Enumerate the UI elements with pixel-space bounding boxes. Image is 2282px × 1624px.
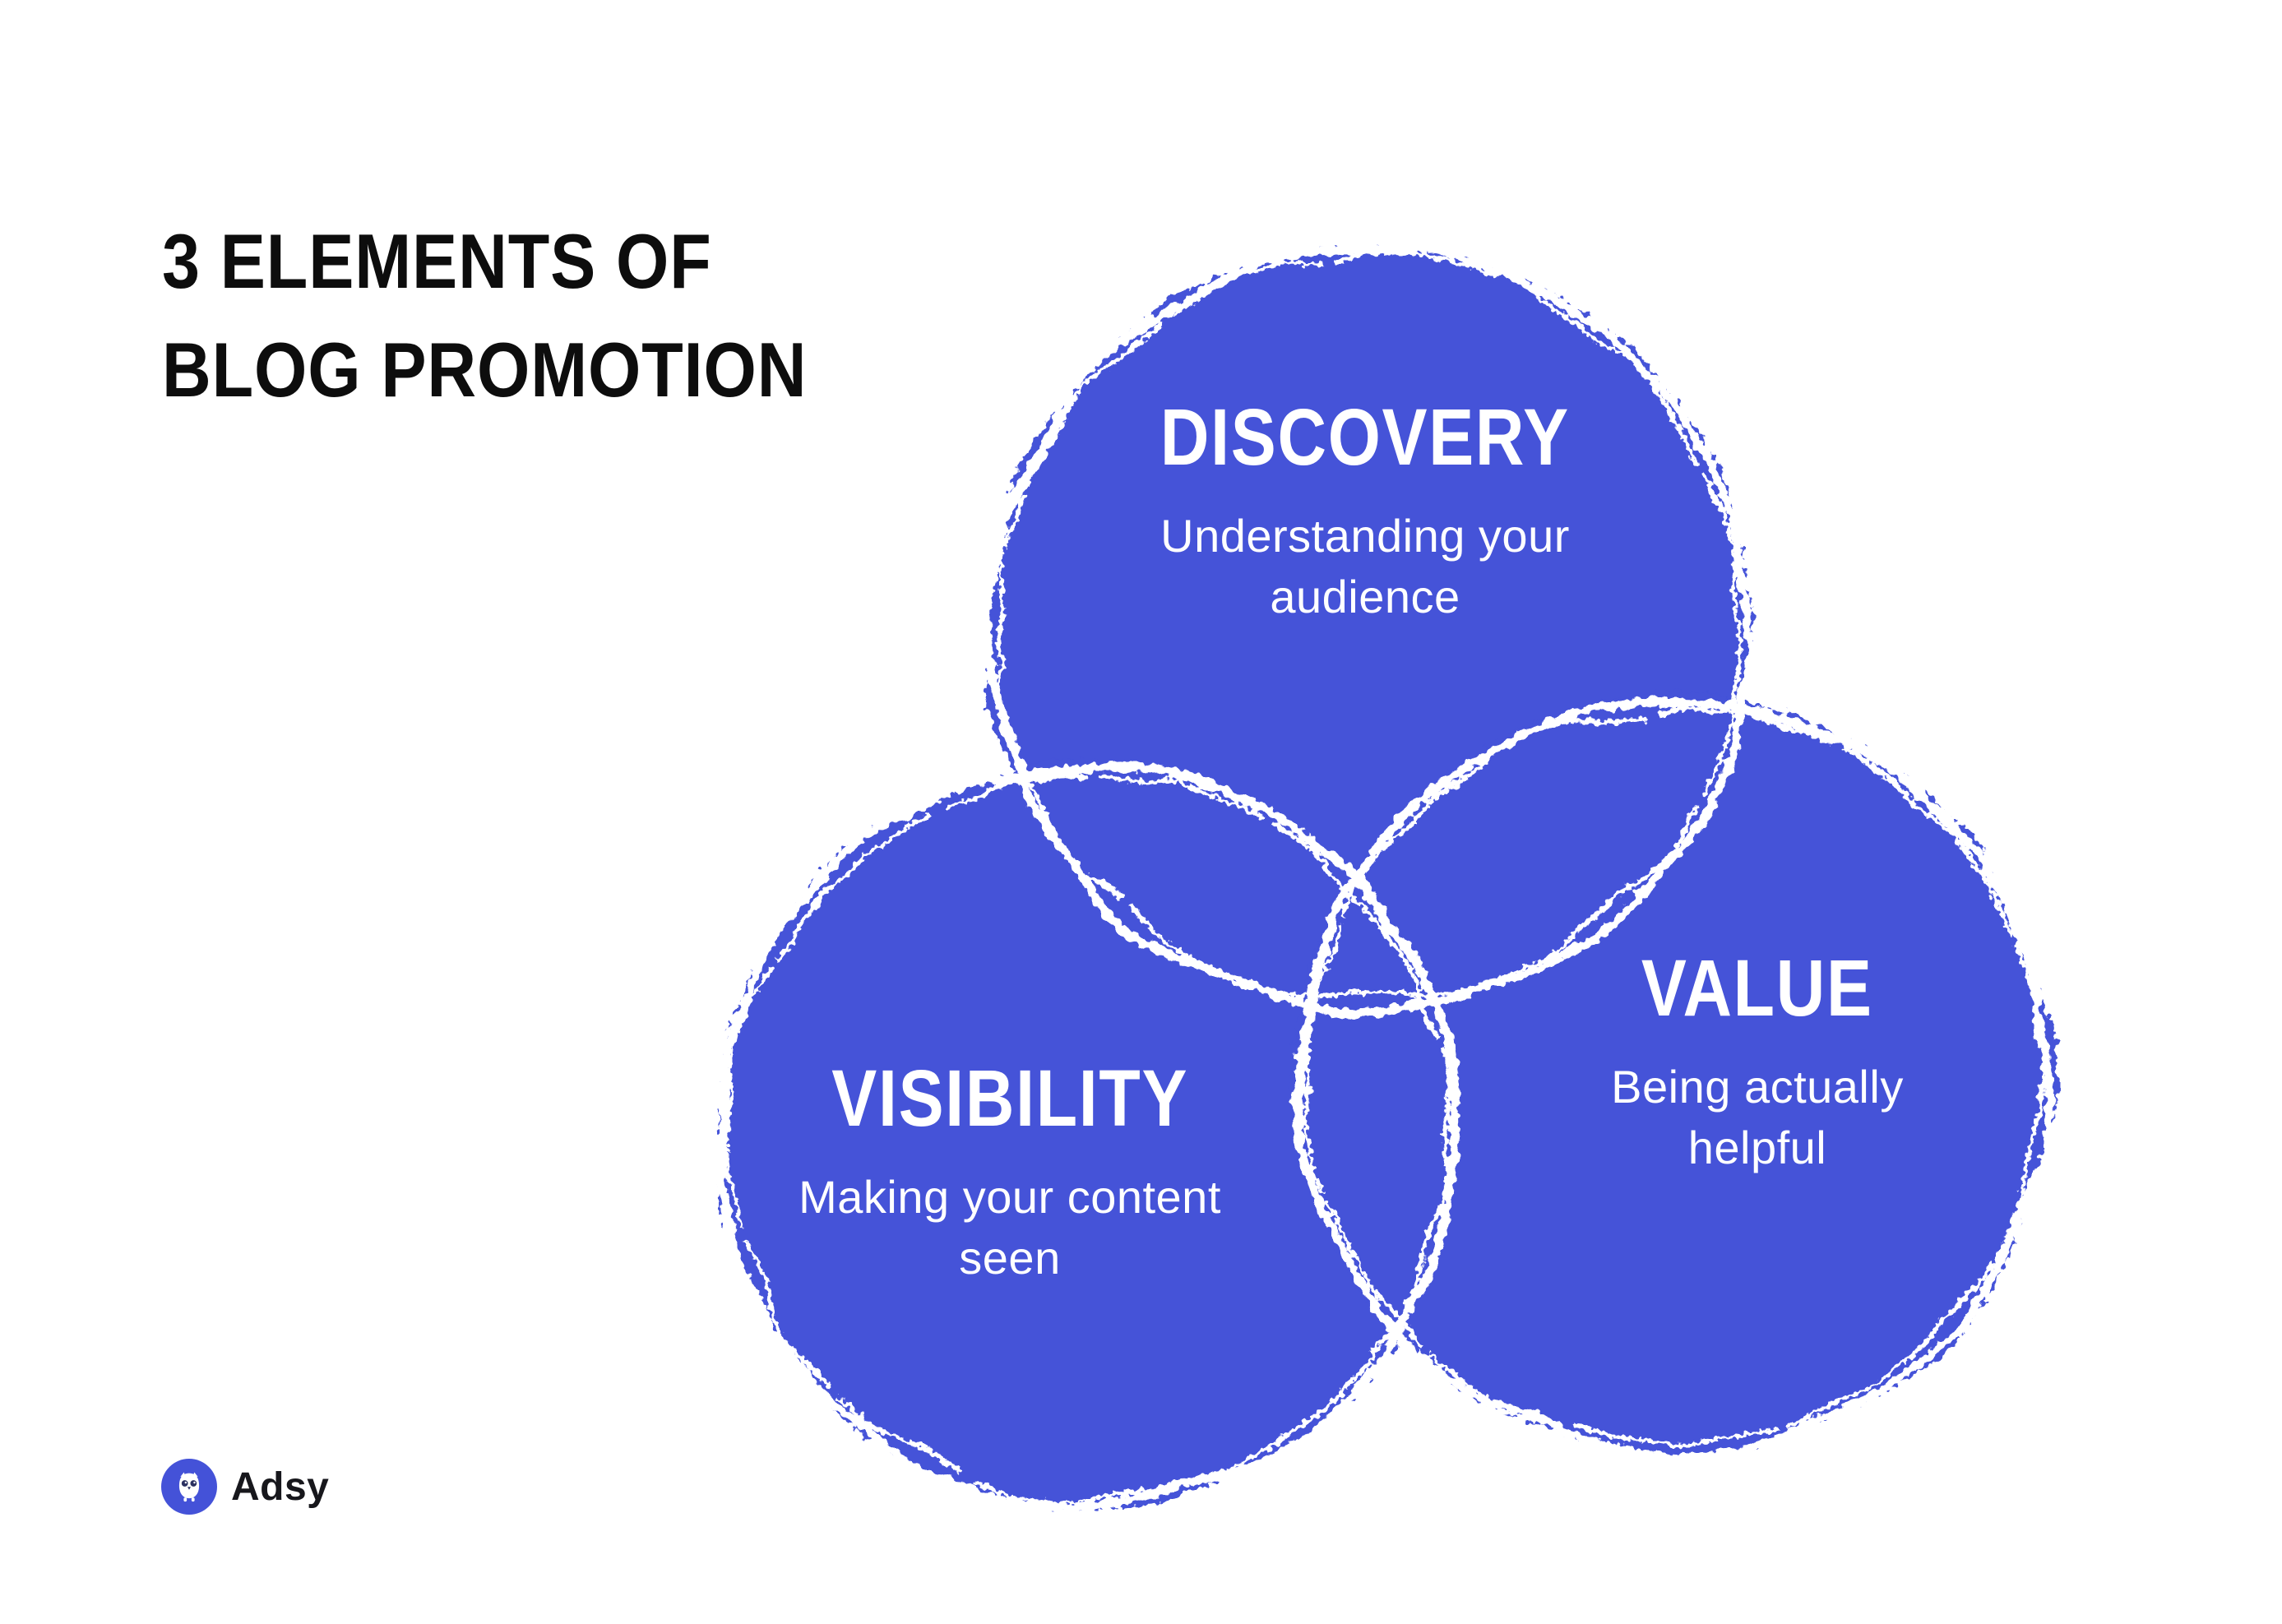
discovery-outline [984, 244, 1754, 1014]
discovery-outline-inner [995, 255, 1743, 1003]
venn-circle-outlines-sketch [724, 255, 2044, 1500]
value-outline [1294, 696, 2055, 1458]
page-title: 3 ELEMENTS OF BLOG PROMOTION [162, 207, 807, 423]
title-line-1: 3 ELEMENTS OF [162, 218, 712, 304]
venn-circle-outlines [714, 244, 2055, 1511]
value-outline-inner [1304, 707, 2044, 1447]
visibility-outline [714, 762, 1462, 1511]
title-line-2: BLOG PROMOTION [162, 326, 808, 413]
owl-icon [178, 1472, 200, 1502]
logo-badge [161, 1459, 217, 1515]
venn-circle-fills [716, 247, 2053, 1508]
visibility-circle [716, 765, 1460, 1508]
value-circle [1296, 699, 2053, 1455]
brand-logo: Adsy [161, 1459, 329, 1515]
brand-name: Adsy [231, 1464, 330, 1509]
visibility-outline-inner [724, 773, 1451, 1500]
